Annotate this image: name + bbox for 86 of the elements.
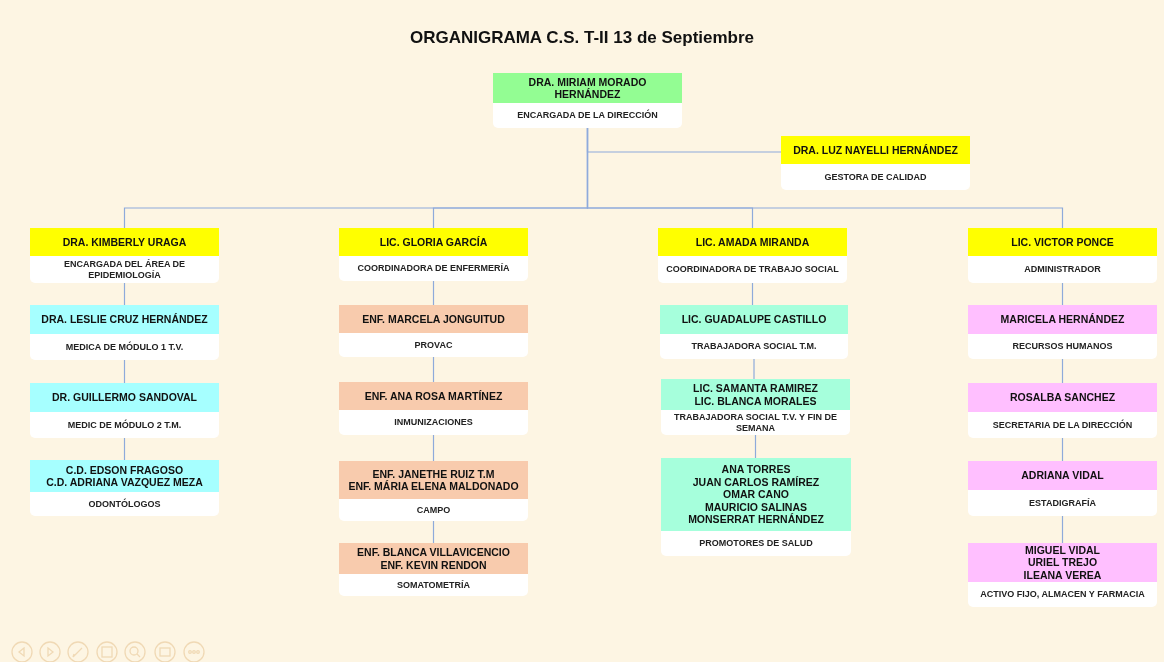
org-card: [339, 228, 528, 281]
job-title: COORDINADORA DE ENFERMERÍA: [356, 262, 511, 276]
person-name: MONSERRAT HERNÁNDEZ: [688, 513, 824, 526]
org-card: [968, 383, 1157, 438]
person-name: ILEANA VEREA: [1023, 568, 1102, 582]
job-title: CAMPO: [415, 503, 452, 517]
org-card: [968, 305, 1157, 359]
person-name: ADRIANA VIDAL: [1021, 469, 1104, 482]
connector-line: [123, 359, 126, 384]
person-name: ANA TORRES: [721, 463, 791, 476]
job-title: SOMATOMETRÍA: [395, 578, 472, 592]
org-card: [339, 382, 528, 435]
person-name: LIC. GLORIA GARCÍA: [379, 235, 488, 249]
person-name: DRA. KIMBERLY URAGA: [62, 235, 187, 249]
person-name: C.D. EDSON FRAGOSO: [65, 463, 184, 476]
org-card: [968, 228, 1157, 283]
connector-line: [753, 358, 755, 380]
job-title: MEDICA DE MÓDULO 1 T.V.: [64, 340, 185, 354]
connector-line: [432, 280, 435, 306]
job-title: PROMOTORES DE SALUD: [698, 537, 814, 551]
job-title: TRABAJADORA SOCIAL T.M.: [690, 340, 818, 354]
connector-line: [432, 520, 435, 544]
org-card: [339, 305, 528, 357]
person-name: ENF. JANETHE RUIZ T.M: [372, 467, 495, 480]
org-card: [661, 458, 851, 556]
job-title: COORDINADORA DE TRABAJO SOCIAL: [665, 263, 840, 277]
person-name: DR. GUILLERMO SANDOVAL: [51, 391, 198, 404]
person-name: OMAR CANO: [723, 488, 789, 501]
chart-title: ORGANIGRAMA C.S. T-II 13 de Septiembre: [408, 28, 756, 48]
person-name: ENF. KEVIN RENDON: [380, 558, 487, 571]
job-title: ENCARGADA DEL ÁREA DE EPIDEMIOLOGÍA: [62, 258, 187, 282]
org-card: [968, 543, 1157, 607]
person-name: ENF. MÁRIA ELENA MALDONADO: [348, 480, 519, 493]
person-name: LIC. GUADALUPE CASTILLO: [681, 313, 827, 326]
job-title: ENCARGADA DE LA DIRECCIÓN: [516, 108, 659, 123]
connector-line: [1061, 358, 1064, 384]
org-card: [30, 228, 219, 283]
job-title: GESTORA DE CALIDAD: [823, 170, 928, 184]
org-card: [339, 461, 528, 521]
connector-line: [123, 282, 126, 306]
job-title: PROVAC: [413, 338, 454, 352]
org-card: [661, 379, 850, 435]
connector-line: [751, 282, 754, 306]
person-name: LIC. AMADA MIRANDA: [695, 235, 810, 249]
person-name: ENF. ANA ROSA MARTÍNEZ: [364, 389, 503, 403]
person-name: C.D. ADRIANA VAZQUEZ MEZA: [46, 476, 203, 489]
person-name: DRA. LUZ NAYELLI HERNÁNDEZ: [793, 143, 958, 157]
job-title: INMUNIZACIONES: [393, 416, 474, 430]
person-name: LIC. VICTOR PONCE: [1011, 235, 1114, 249]
connector-line: [754, 434, 757, 459]
person-name: MARICELA HERNÁNDEZ: [1000, 313, 1125, 326]
job-title: ACTIVO FIJO, ALMACEN Y FARMACIA: [979, 588, 1146, 602]
connector-line: [432, 356, 435, 383]
job-title: ODONTÓLOGOS: [87, 497, 162, 511]
org-card: [660, 305, 848, 359]
org-card: [968, 461, 1157, 516]
org-card: [658, 228, 847, 283]
org-card: [339, 543, 528, 596]
person-name: ENF. MARCELA JONGUITUD: [362, 312, 505, 326]
org-card: [493, 73, 682, 128]
job-title: SECRETARIA DE LA DIRECCIÓN: [991, 418, 1134, 432]
person-name: DRA. MIRIAM MORADO HERNÁNDEZ: [527, 75, 648, 101]
org-card: [781, 136, 970, 190]
connector-line: [1061, 437, 1064, 462]
connector-line: [586, 127, 1064, 229]
person-name: JUAN CARLOS RAMÍREZ: [692, 475, 820, 489]
connector-line: [1061, 282, 1064, 306]
person-name: ENF. BLANCA VILLAVICENCIO: [357, 546, 510, 559]
connector-line: [432, 434, 435, 462]
org-card: [30, 460, 219, 516]
job-title: RECURSOS HUMANOS: [1011, 340, 1114, 354]
connector-line: [1061, 515, 1064, 544]
org-card: [30, 383, 219, 438]
person-name: DRA. LESLIE CRUZ HERNÁNDEZ: [41, 313, 208, 326]
job-title: ESTADIGRAFÍA: [1028, 496, 1097, 510]
person-name: LIC. BLANCA MORALES: [694, 394, 817, 407]
person-name: MIGUEL VIDAL: [1024, 543, 1101, 557]
connector-line: [123, 437, 126, 461]
person-name: ROSALBA SANCHEZ: [1009, 391, 1116, 404]
person-name: MAURICIO SALINAS: [704, 500, 808, 513]
org-card: [30, 305, 219, 360]
person-name: URIEL TREJO: [1027, 556, 1098, 569]
person-name: LIC. SAMANTA RAMIREZ: [693, 382, 818, 395]
job-title: ADMINISTRADOR: [1023, 263, 1102, 277]
job-title: TRABAJADORA SOCIAL T.V. Y FIN DE SEMANA: [673, 411, 838, 435]
job-title: MEDIC DE MÓDULO 2 T.M.: [66, 418, 183, 432]
